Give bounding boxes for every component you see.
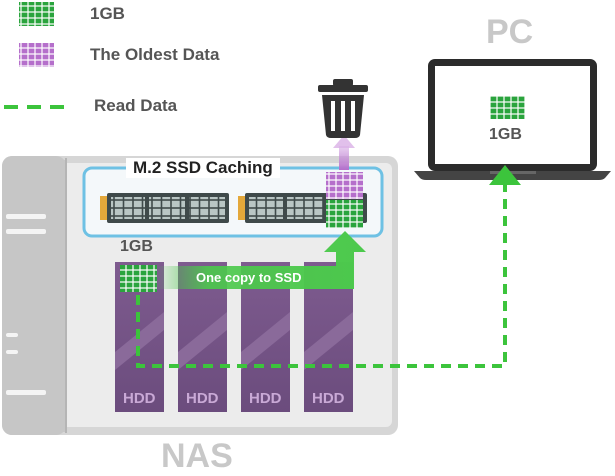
legend-oldest-label: The Oldest Data <box>90 45 220 64</box>
pc-data-block-icon <box>490 96 525 119</box>
m2-ssd-module-1 <box>100 193 229 223</box>
evict-arrow-icon <box>333 135 355 170</box>
legend-purple-block-icon <box>19 43 54 67</box>
nas-block-label: 1GB <box>120 238 153 255</box>
hdd-label-4: HDD <box>312 390 345 407</box>
legend-read-label: Read Data <box>94 96 178 115</box>
hdd-label-1: HDD <box>123 390 156 407</box>
m2-ssd-module-2 <box>238 193 367 228</box>
legend-green-block-icon <box>19 2 54 26</box>
pc-block-label: 1GB <box>489 126 522 143</box>
copy-to-ssd-label: One copy to SSD <box>196 270 302 285</box>
oldest-data-block-icon <box>326 172 363 199</box>
laptop-icon <box>414 59 611 180</box>
hdd-label-3: HDD <box>249 390 282 407</box>
copy-to-ssd-arrow <box>155 231 366 289</box>
nas-title: NAS <box>161 437 233 475</box>
read-data-path <box>136 165 521 368</box>
hdd-label-2: HDD <box>186 390 219 407</box>
trash-icon <box>318 79 368 138</box>
pc-title: PC <box>486 13 534 51</box>
ssd-caching-title: M.2 SSD Caching <box>126 158 280 178</box>
hdd-data-block-icon <box>120 265 157 292</box>
legend-block-label: 1GB <box>90 4 125 23</box>
